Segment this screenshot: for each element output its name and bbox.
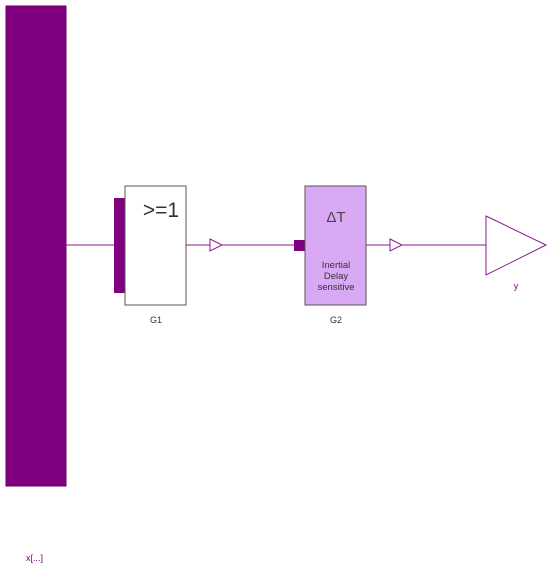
g2-output-arrow-icon (389, 238, 404, 252)
g1-label: G1 (150, 315, 162, 325)
input-bus-label: x[...] (26, 553, 43, 563)
g1-symbol: >=1 (143, 199, 179, 222)
output-connector-triangle-icon[interactable] (485, 215, 548, 276)
g2-delta-t-symbol: ΔT (326, 209, 345, 226)
g1-or-block[interactable]: >=1 (114, 185, 187, 306)
g1-output-arrow-icon (209, 238, 224, 252)
g1-input-port-bar (114, 198, 125, 293)
output-label: y (514, 281, 519, 291)
g2-text-line-3: sensitive (318, 282, 355, 293)
g2-inertial-delay-block[interactable]: ΔT Inertial Delay sensitive (294, 185, 367, 306)
g2-body (304, 185, 367, 306)
g2-text-line-2: Delay (324, 271, 349, 282)
g2-input-port (294, 240, 305, 251)
g2-label: G2 (330, 315, 342, 325)
input-bus-bar[interactable] (5, 5, 67, 487)
g1-body (124, 185, 187, 306)
g2-text-line-1: Inertial (322, 260, 351, 271)
